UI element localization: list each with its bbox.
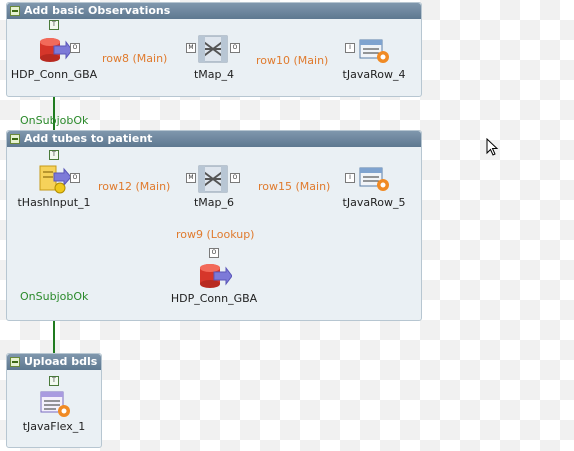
trigger-port[interactable]: T [49, 20, 59, 30]
main-input-port[interactable]: M [186, 173, 196, 183]
component-hdp-conn-gba-2[interactable] [198, 262, 233, 290]
component-tjavarow-5[interactable] [357, 164, 391, 192]
component-label: tHashInput_1 [17, 196, 91, 209]
database-input-icon [40, 38, 73, 62]
trigger-port[interactable]: T [49, 376, 59, 386]
subjob-header[interactable]: Upload bdls [7, 354, 101, 370]
collapse-icon[interactable] [10, 357, 20, 367]
subjob-title: Upload bdls [24, 355, 98, 368]
link-label-row15[interactable]: row15 (Main) [258, 180, 331, 193]
collapse-icon[interactable] [10, 6, 20, 16]
tmap-icon [198, 35, 228, 63]
component-label: tMap_4 [193, 68, 235, 81]
component-label: HDP_Conn_GBA [170, 292, 258, 305]
hash-input-icon [39, 165, 72, 194]
collapse-icon[interactable] [10, 134, 20, 144]
link-label-row12[interactable]: row12 (Main) [98, 180, 171, 193]
component-label: tJavaFlex_1 [22, 420, 86, 433]
component-label: tMap_6 [193, 196, 235, 209]
trigger-port[interactable]: T [49, 150, 59, 160]
component-label: HDP_Conn_GBA [10, 68, 98, 81]
subjob-upload-bdls[interactable]: Upload bdls [6, 353, 102, 448]
subjob-header[interactable]: Add basic Observations [7, 3, 421, 19]
link-label-row8[interactable]: row8 (Main) [102, 52, 168, 65]
trigger-label-onsubjobok-2[interactable]: OnSubjobOk [20, 290, 89, 303]
component-hdp-conn-gba-1[interactable] [38, 36, 73, 64]
component-tjavaflex-1[interactable] [38, 390, 72, 418]
output-port[interactable]: O [209, 248, 219, 258]
trigger-label-onsubjobok-1[interactable]: OnSubjobOk [20, 114, 89, 127]
subjob-title: Add tubes to patient [24, 132, 153, 145]
output-port[interactable]: O [230, 173, 240, 183]
component-tmap-6[interactable] [196, 164, 230, 193]
input-port[interactable]: I [345, 173, 355, 183]
component-label: tJavaRow_5 [342, 196, 406, 209]
java-flex-icon [40, 391, 70, 417]
subjob-header[interactable]: Add tubes to patient [7, 131, 421, 147]
component-tjavarow-4[interactable] [357, 36, 391, 64]
link-label-row10[interactable]: row10 (Main) [256, 54, 329, 67]
input-port[interactable]: I [345, 43, 355, 53]
subjob-add-tubes-to-patient[interactable]: Add tubes to patient [6, 130, 422, 321]
component-label: tJavaRow_4 [342, 68, 406, 81]
database-input-icon [200, 264, 233, 288]
subjob-title: Add basic Observations [24, 4, 171, 17]
component-tmap-4[interactable] [196, 34, 230, 63]
output-port[interactable]: O [70, 43, 80, 53]
mouse-cursor-icon [486, 138, 499, 156]
component-thashinput-1[interactable] [38, 164, 72, 194]
java-row-icon [359, 167, 389, 191]
link-label-row9-lookup[interactable]: row9 (Lookup) [176, 228, 255, 241]
tmap-icon [198, 165, 228, 193]
output-port[interactable]: O [230, 43, 240, 53]
java-row-icon [359, 39, 389, 63]
output-port[interactable]: O [70, 173, 80, 183]
main-input-port[interactable]: M [186, 43, 196, 53]
